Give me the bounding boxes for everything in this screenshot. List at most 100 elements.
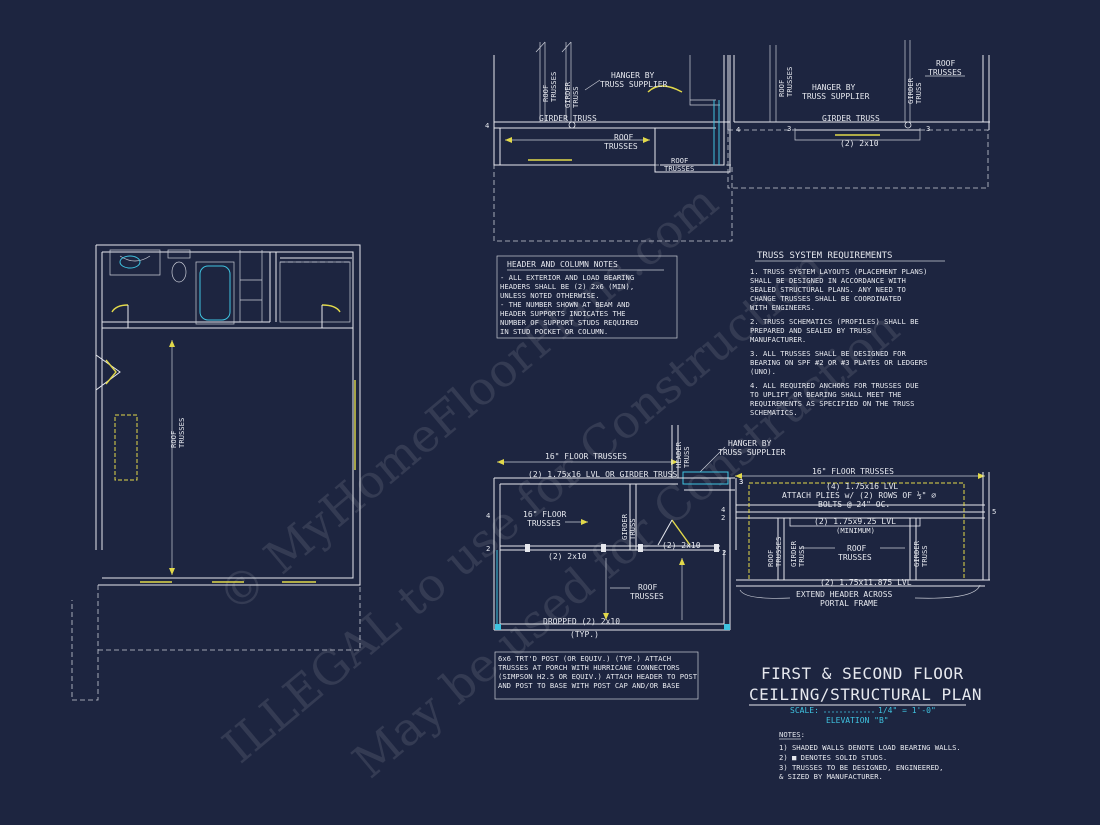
post-note-line-3: (SIMPSON H2.5 OR EQUIV.) ATTACH HEADER T… [498, 672, 698, 681]
scale-label: SCALE: [790, 706, 819, 715]
truss-req-line-13: (UNO). [750, 367, 776, 376]
vanity [109, 249, 161, 276]
outer-wall [493, 55, 501, 166]
truss-req-line-18: SCHEMATICS. [750, 408, 798, 417]
truss-req-line-2: SHALL BE DESIGNED IN ACCORDANCE WITH [750, 276, 906, 285]
truss-lines [539, 42, 572, 122]
lvl-girder-label: (2) 1.75x16 LVL OR GIRDER TRUSS [528, 470, 677, 479]
post-note-line-2: TRUSSES AT PORCH WITH HURRICANE CONNECTO… [498, 663, 680, 672]
tag-4-d: 4 [721, 505, 725, 514]
roof-trusses-v-4: ROOFTRUSSES [766, 537, 783, 567]
typ-label: (TYP.) [570, 630, 599, 639]
sheet-notes: NOTES: 1) SHADED WALLS DENOTE LOAD BEARI… [779, 730, 961, 781]
truss-system-requirements: TRUSS SYSTEM REQUIREMENTS 1. TRUSS SYSTE… [750, 251, 945, 417]
truss-req-line-7: 2. TRUSS SCHEMATICS (PROFILES) SHALL BE [750, 317, 919, 326]
notes-title: NOTES: [779, 730, 805, 739]
roof-trusses-v-1: ROOFTRUSSES [541, 72, 558, 102]
beam-label-2: (2) 2x10 [548, 552, 587, 561]
beam-label-1: (2) 2x10 [840, 139, 879, 148]
notes-box [496, 255, 678, 339]
floor-trusses-top: 16" FLOOR TRUSSES [545, 452, 627, 461]
post-note: 6x6 TRT'D POST (OR EQUIV.) (TYP.) ATTACH… [494, 651, 699, 700]
girder-truss-v-1: GIRDERTRUSS [563, 81, 580, 108]
truss-req-line-8: PREPARED AND SEALED BY TRUSS [750, 326, 871, 335]
truss-req-title: TRUSS SYSTEM REQUIREMENTS [757, 251, 892, 261]
extend-header-label: EXTEND HEADER ACROSS [796, 590, 893, 599]
tag-2-a: 2 [486, 544, 490, 553]
scale-value: 1/4" = 1'-0" [878, 706, 936, 715]
header-notes-line-1: - ALL EXTERIOR AND LOAD BEARING [500, 273, 634, 282]
tag-3-d: 3 [739, 477, 743, 486]
girder-truss-v-3: GIRDERTRUSS [620, 513, 637, 540]
tag-3-b: 3 [926, 124, 930, 133]
header-notes-line-2: HEADERS SHALL BE (2) 2x6 (MIN), [500, 282, 634, 291]
truss-req-line-5: WITH ENGINEERS. [750, 303, 815, 312]
attach-plies-label: ATTACH PLIES w/ (2) ROWS OF ½" ⌀ [782, 490, 936, 500]
attic-access [114, 414, 138, 481]
watermark-line-3: May be used for Construction [342, 300, 909, 788]
truss-req-line-9: MANUFACTURER. [750, 335, 806, 344]
floor-trusses-right: 16" FLOOR TRUSSES [812, 467, 894, 476]
tag-2-c: 2 [721, 513, 725, 522]
tag-4-c: 4 [486, 511, 490, 520]
tag-2-b: 2 [722, 548, 726, 557]
bolts-label: BOLTS @ 24" OC. [818, 500, 890, 509]
truss-req-line-11: 3. ALL TRUSSES SHALL BE DESIGNED FOR [750, 349, 906, 358]
truss-req-line-1: 1. TRUSS SYSTEM LAYOUTS (PLACEMENT PLANS… [750, 267, 927, 276]
girder-truss-line [494, 121, 730, 129]
notes-line-4: & SIZED BY MANUFACTURER. [779, 772, 883, 781]
header-column-notes: HEADER AND COLUMN NOTES - ALL EXTERIOR A… [496, 255, 678, 339]
post-note-line-1: 6x6 TRT'D POST (OR EQUIV.) (TYP.) ATTACH [498, 654, 671, 663]
portal-frame-label: PORTAL FRAME [820, 599, 878, 608]
header-notes-line-4: - THE NUMBER SHOWN AT BEAM AND [500, 300, 630, 309]
lvl-inner-label: (2) 1.75x9.25 LVL [814, 517, 896, 526]
left-floor-plan: ROOFTRUSSES [71, 244, 361, 701]
dashed-outline [493, 164, 733, 242]
header-notes-line-3: UNLESS NOTED OTHERWISE. [500, 291, 600, 300]
cyan-girder [713, 100, 720, 165]
post-note-line-4: AND POST TO BASE WITH POST CAP AND/OR BA… [498, 681, 680, 690]
truss-req-line-17: REQUIREMENTS AS SPECIFIED ON THE TRUSS [750, 399, 914, 408]
sink [119, 255, 141, 269]
truss-req-line-16: TO UPLIFT OR BEARING SHALL MEET THE [750, 390, 901, 399]
mid-walls [493, 477, 735, 630]
truss-req-line-12: BEARING ON SPF #2 OR #3 PLATES OR LEDGER… [750, 358, 927, 367]
header-notes-line-7: IN STUD POCKET OR COLUMN. [500, 327, 608, 336]
tag-3-a: 3 [787, 124, 791, 133]
title-block: FIRST & SECOND FLOOR CEILING/STRUCTURAL … [749, 664, 982, 725]
tag-4-a: 4 [485, 121, 489, 130]
title-line-2: CEILING/STRUCTURAL PLAN [749, 685, 982, 704]
walls [500, 55, 731, 173]
truss-req-line-3: SEALED STRUCTURAL PLANS. ANY NEED TO [750, 285, 906, 294]
girder-truss-label-2: GIRDER TRUSS [822, 114, 880, 123]
tag-4-b: 4 [736, 125, 740, 134]
notes-line-2: 2) ■ DENOTES SOLID STUDS. [779, 753, 887, 762]
notes-line-3: 3) TRUSSES TO BE DESIGNED, ENGINEERED, [779, 763, 943, 772]
header-notes-title: HEADER AND COLUMN NOTES [507, 260, 618, 269]
tub [195, 261, 235, 325]
post-note-box [494, 651, 699, 700]
lvl-top-label: (4) 1.75x16 LVL [826, 482, 898, 491]
right-structural-plan: 16" FLOOR TRUSSES (4) 1.75x16 LVL ATTACH… [721, 467, 996, 608]
door-swing-2 [321, 304, 341, 313]
walls-2 [727, 55, 990, 131]
dropped-label: DROPPED (2) 2x10 [543, 617, 620, 626]
header-truss-v: HEADERTRUSS [674, 441, 691, 468]
girder-truss-label-1: GIRDER TRUSS [539, 114, 597, 123]
exterior-wall [96, 244, 361, 586]
toilet [171, 261, 187, 283]
dashed-porch [71, 585, 361, 701]
girder-truss-v-4: GIRDERTRUSS [789, 540, 806, 567]
header-notes-line-6: NUMBER OF SUPPORT STUDS REQUIRED [500, 318, 638, 327]
elevation-label: ELEVATION "B" [826, 716, 889, 725]
